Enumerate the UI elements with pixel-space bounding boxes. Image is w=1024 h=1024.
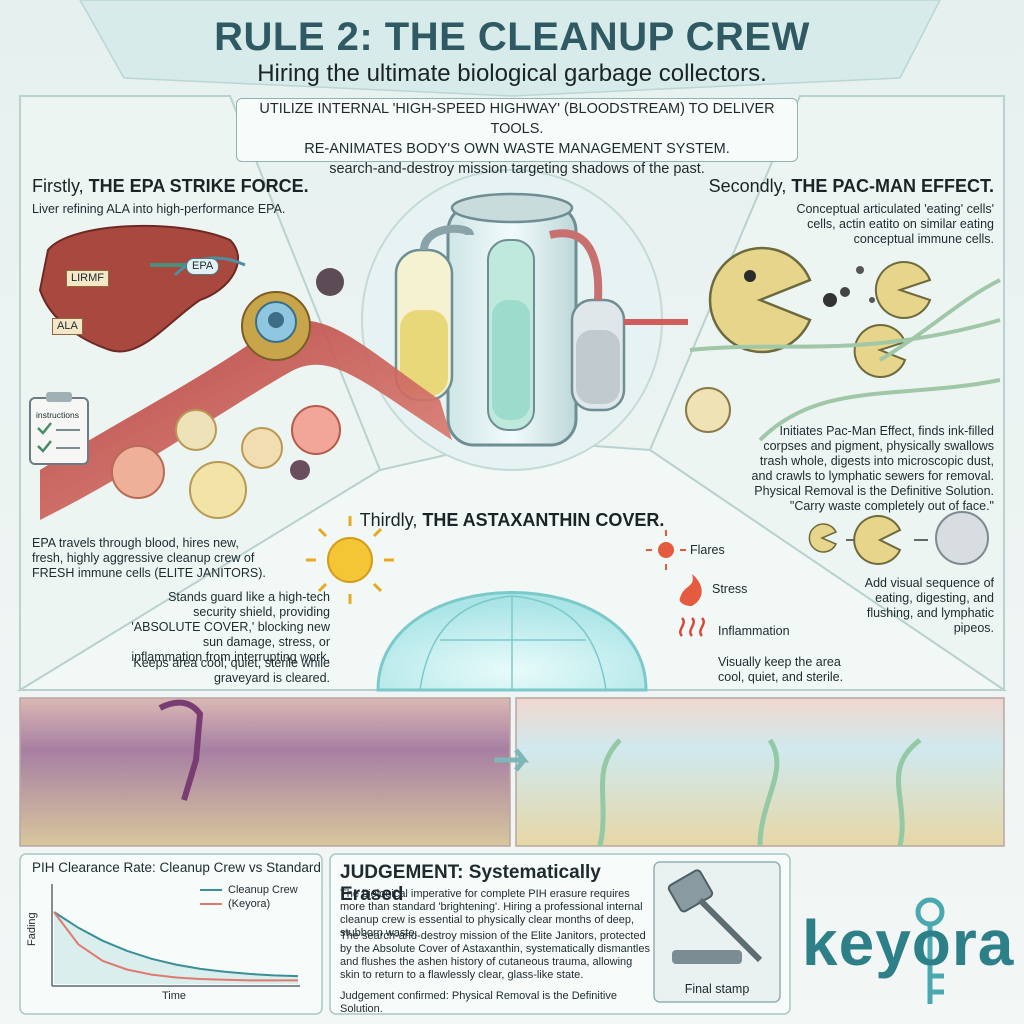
- pacman-sequence-note: Add visual sequence of eating, digesting…: [864, 576, 994, 635]
- lymphatic-roots: [597, 738, 922, 847]
- liver-label: LIRMF: [66, 270, 109, 287]
- epa-heading: Firstly, THE EPA STRIKE FORCE.: [32, 176, 362, 197]
- judgement-p3: Judgement confirmed: Physical Removal is…: [340, 990, 617, 1015]
- pacman-heading: Secondly, THE PAC-MAN EFFECT.: [660, 176, 994, 197]
- skin-after-panel: [515, 697, 1005, 847]
- sun-icon: [306, 516, 394, 604]
- chart-x-label: Time: [162, 990, 187, 1002]
- pacman-heading-bold: THE PAC-MAN EFFECT.: [791, 176, 994, 196]
- digestion-sequence-icon: [808, 511, 989, 565]
- intro-line-3: search-and-destroy mission targeting sha…: [329, 161, 705, 177]
- epa-label: EPA: [186, 258, 220, 275]
- chart-plot: [53, 911, 299, 984]
- filtration-machine: [394, 192, 626, 447]
- astaxanthin-heading-bold: THE ASTAXANTHIN COVER.: [422, 510, 665, 530]
- stress-flame-icon: [679, 574, 702, 606]
- legend-label-crew: Cleanup Crew: [228, 884, 298, 896]
- pacman-heading-prefix: Secondly,: [708, 176, 792, 196]
- flare-icon: [646, 530, 686, 570]
- stamp-label: Final stamp: [684, 982, 750, 996]
- liver-illustration: [38, 224, 240, 353]
- epa-desc: Liver refining ALA into high-performance…: [32, 202, 286, 216]
- page-subtitle: Hiring the ultimate biological garbage c…: [257, 60, 767, 87]
- chart-y-label: Fading: [26, 912, 38, 946]
- judgement-title: JUDGEMENT: Systematically Erased: [340, 862, 601, 906]
- brand-logo: keyora: [802, 907, 1015, 979]
- shield-grid: [419, 595, 607, 691]
- clipboard-icon: [29, 392, 89, 465]
- series-line-1: [53, 911, 298, 982]
- inflammation-icon: [679, 617, 705, 637]
- pacman-cells: [685, 246, 932, 433]
- stress-label: Stress: [712, 582, 748, 596]
- astaxanthin-right-body: Visually keep the area cool, quiet, and …: [718, 655, 844, 684]
- flares-label: Flares: [690, 543, 725, 557]
- judgement-p2: The search-and-destroy mission of the El…: [340, 930, 650, 981]
- astaxanthin-heading-prefix: Thirdly,: [359, 510, 423, 530]
- intro-line-2: RE-ANIMATES BODY'S OWN WASTE MANAGEMENT …: [304, 141, 730, 157]
- pacman-body-2: Physical Removal is the Definitive Solut…: [754, 484, 994, 513]
- before-after-arrow-icon: [494, 748, 530, 772]
- page-title: RULE 2: THE CLEANUP CREW: [214, 15, 810, 59]
- skin-before-panel: [19, 697, 511, 847]
- header-banner: [79, 0, 941, 97]
- epa-heading-prefix: Firstly,: [32, 176, 89, 196]
- elite-janitor-cell: [241, 291, 311, 361]
- lymphatic-vessels: [689, 278, 1001, 442]
- intro-box: UTILIZE INTERNAL 'HIGH-SPEED HIGHWAY' (B…: [236, 98, 798, 177]
- inflammation-label: Inflammation: [718, 624, 790, 638]
- ala-label: ALA: [52, 318, 83, 335]
- epa-heading-bold: THE EPA STRIKE FORCE.: [88, 176, 309, 196]
- astaxanthin-heading: Thirdly, THE ASTAXANTHIN COVER.: [312, 510, 712, 531]
- chart-title: PIH Clearance Rate: Cleanup Crew vs Stan…: [32, 860, 321, 875]
- epa-body: EPA travels through blood, hires new, fr…: [32, 536, 266, 580]
- key-icon: [915, 897, 945, 1004]
- judgement-p1: The biological imperative for complete P…: [340, 888, 643, 939]
- intro-line-1: UTILIZE INTERNAL 'HIGH-SPEED HIGHWAY' (B…: [259, 101, 775, 137]
- immune-cells: [111, 268, 344, 519]
- astaxanthin-left-body-2: Keeps area cool, quiet, sterile while gr…: [133, 656, 330, 685]
- pigment-deposit: [158, 699, 204, 801]
- pacman-body-1: Initiates Pac-Man Effect, finds ink-fill…: [751, 424, 994, 483]
- legend-label-keyora: (Keyora): [228, 898, 271, 910]
- series-line-0: [53, 911, 299, 978]
- instructions-label: instructions: [36, 410, 79, 420]
- gavel-icon: [667, 869, 763, 964]
- astaxanthin-left-body-1: Stands guard like a high-tech security s…: [131, 590, 330, 664]
- blood-vessel: [40, 320, 452, 520]
- pacman-desc: Conceptual articulated 'eating' cells' c…: [796, 202, 994, 246]
